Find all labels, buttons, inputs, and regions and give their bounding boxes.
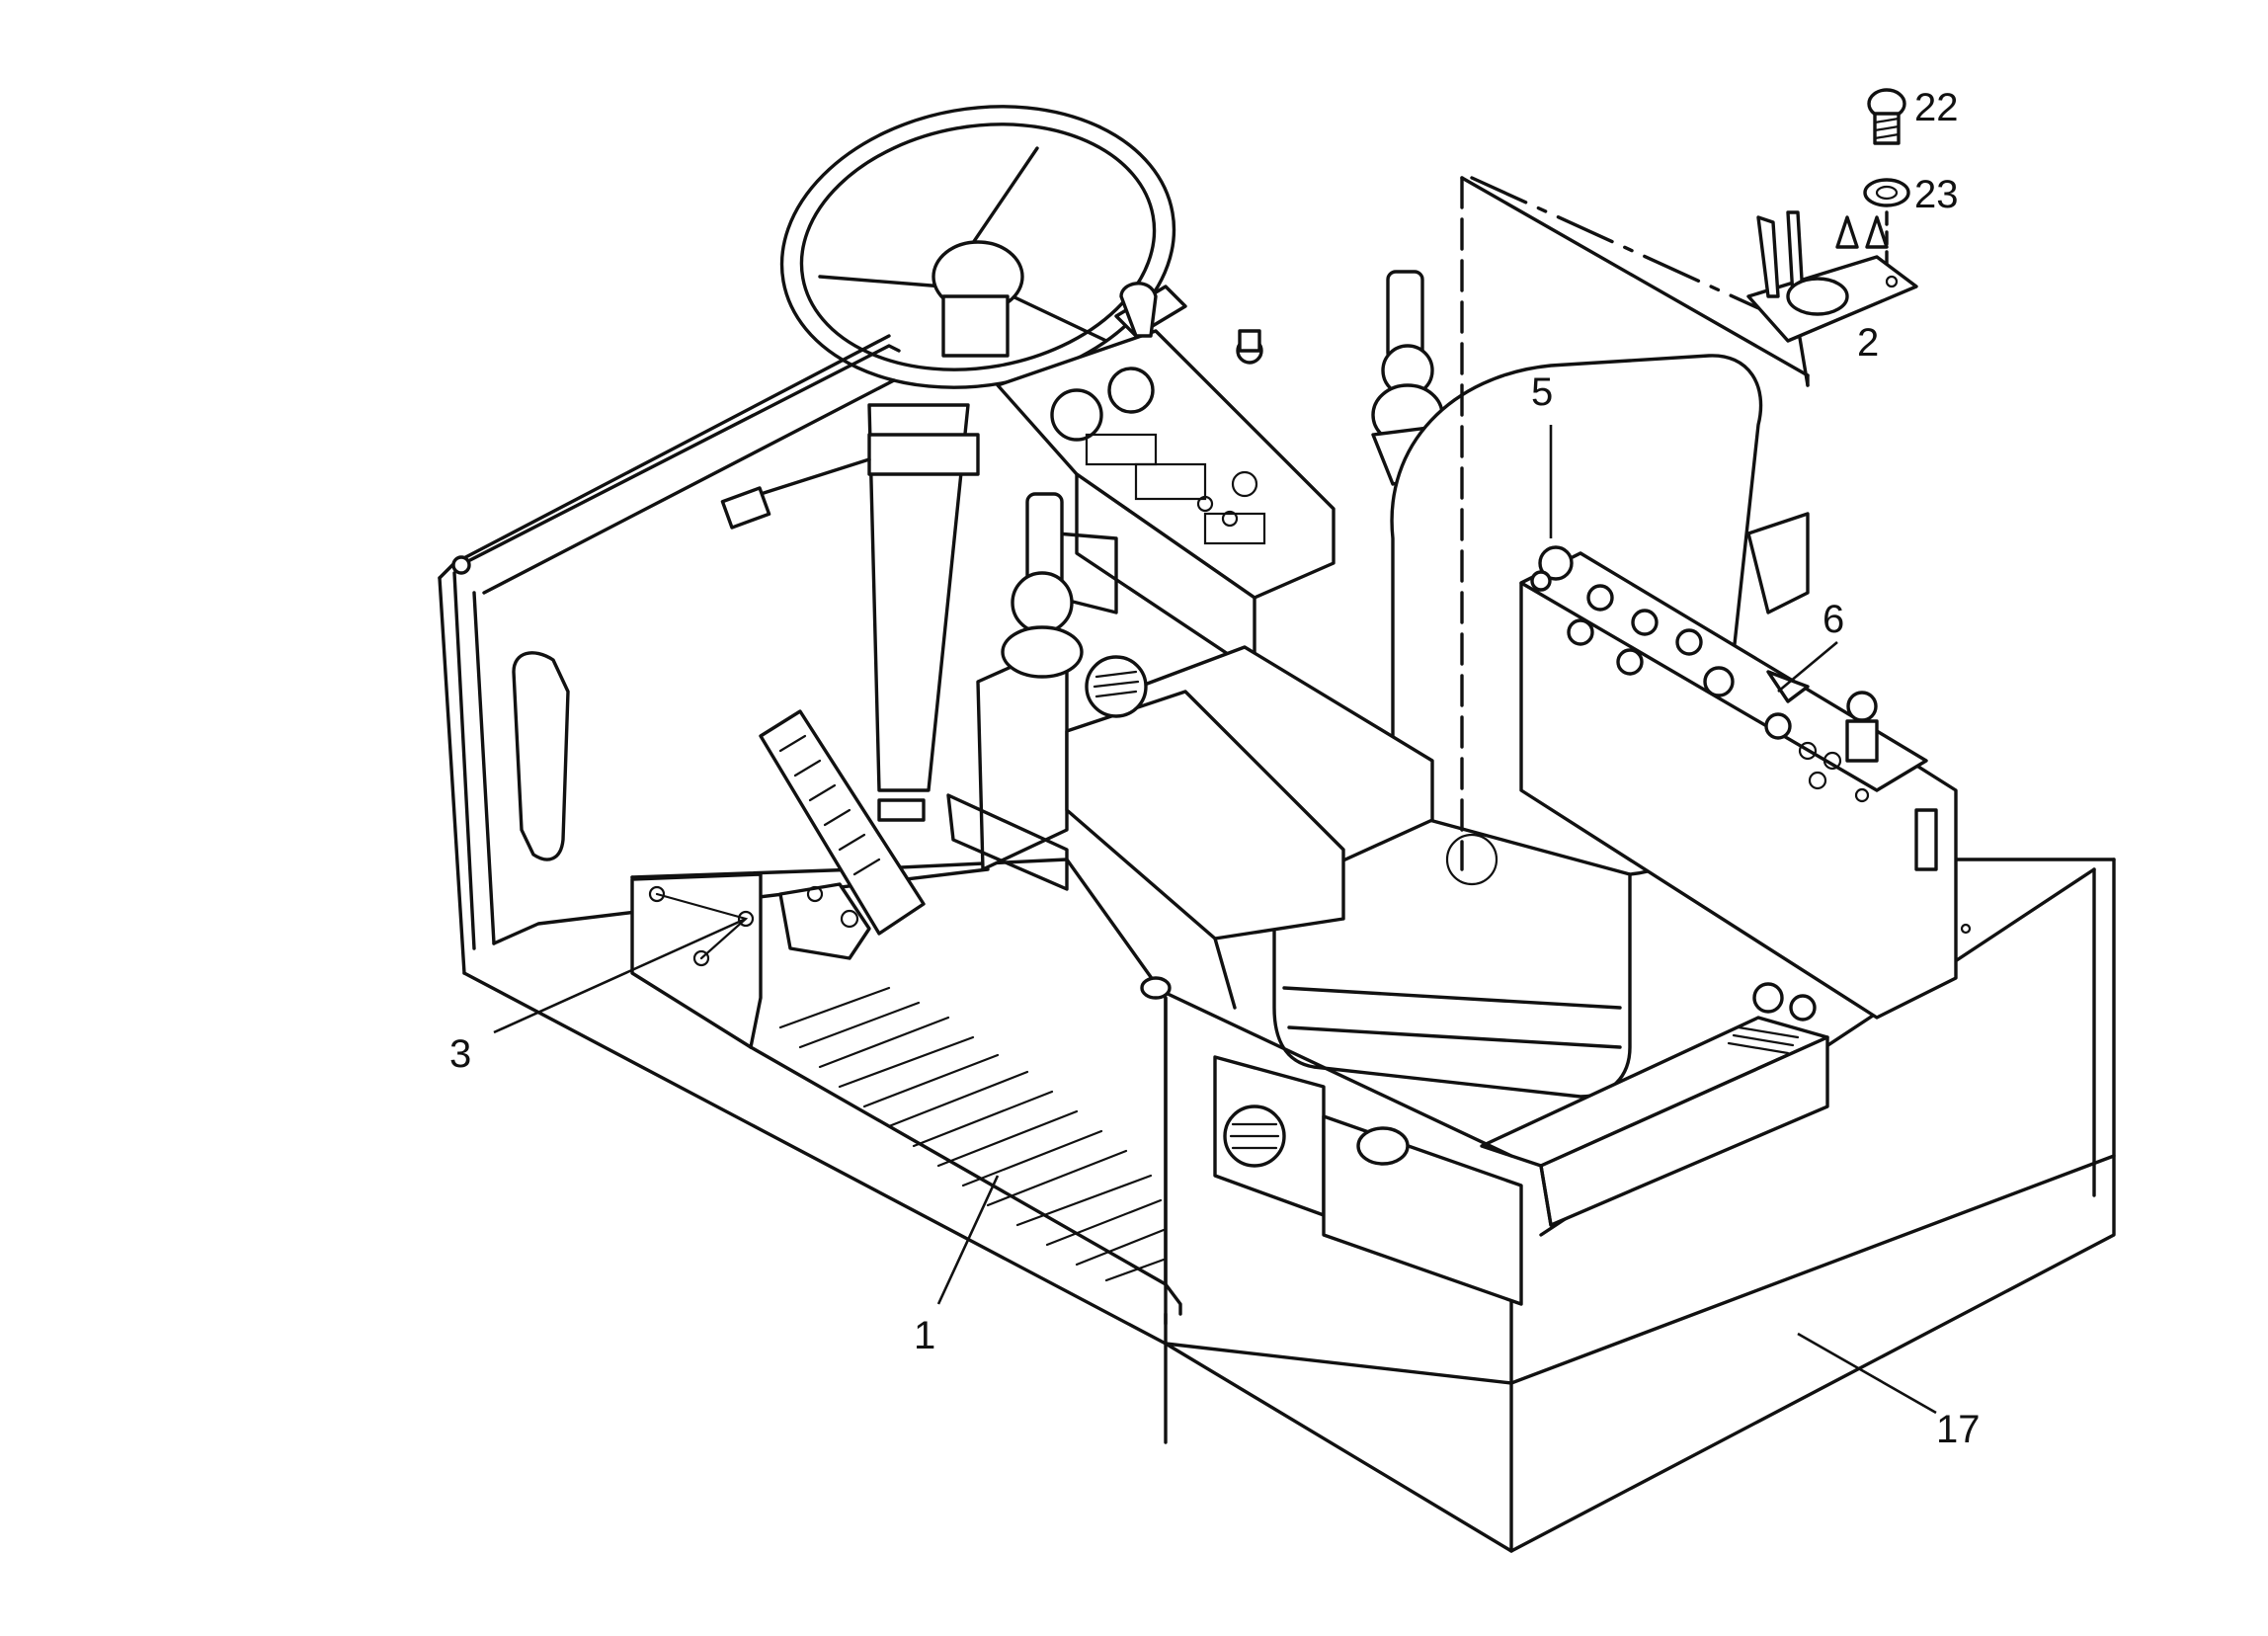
protective-panel (1470, 176, 1810, 387)
callout-22: 22 (1914, 86, 1959, 129)
screw (1867, 88, 1906, 145)
callout-23: 23 (1914, 173, 1959, 216)
callout-2: 2 (1857, 321, 1879, 365)
pedal-mount-plate (630, 872, 763, 1049)
armrest (1065, 645, 1434, 1010)
heater-unit (1140, 976, 1523, 1306)
left-joystick-pod (946, 492, 1084, 891)
storage-tray (1480, 982, 1829, 1227)
callout-17: 17 (1936, 1408, 1981, 1451)
accelerator-pedal (759, 709, 926, 960)
callout-6: 6 (1822, 598, 1844, 641)
steering-column (720, 403, 980, 822)
callout-5: 5 (1531, 370, 1553, 414)
bracket-assembly (1746, 210, 1918, 343)
washer (1863, 178, 1910, 207)
dash-levers (1114, 282, 1263, 365)
callout-3: 3 (449, 1032, 471, 1076)
dashboard-console (996, 329, 1336, 674)
callout-1: 1 (914, 1314, 935, 1357)
right-control-panel (1519, 512, 1958, 1020)
leader-lines (493, 425, 1937, 1415)
